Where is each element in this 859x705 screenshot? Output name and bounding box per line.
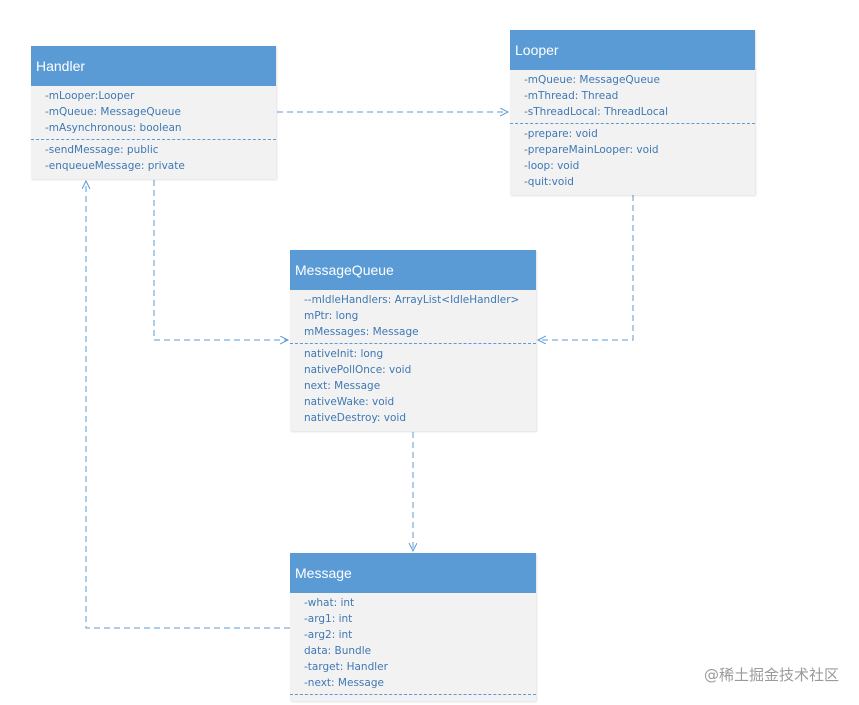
operation: next: Message <box>304 380 381 392</box>
attribute: -sThreadLocal: ThreadLocal <box>524 106 668 118</box>
class-handler-attributes: -mLooper:Looper -mQueue: MessageQueue -m… <box>31 86 276 140</box>
class-handler: Handler -mLooper:Looper -mQueue: Message… <box>31 46 276 179</box>
operation: -quit:void <box>524 176 574 188</box>
attribute: -arg1: int <box>304 613 353 625</box>
attribute: mPtr: long <box>304 310 359 322</box>
class-handler-title: Handler <box>31 46 276 86</box>
attribute: -mQueue: MessageQueue <box>45 106 181 118</box>
operation: -sendMessage: public <box>45 144 159 156</box>
attribute: -mLooper:Looper <box>45 90 135 102</box>
class-messagequeue-title: MessageQueue <box>290 250 536 290</box>
edge-looper-to-messagequeue <box>538 195 634 340</box>
attribute: -arg2: int <box>304 629 353 641</box>
attribute: -what: int <box>304 597 355 609</box>
operation: nativeWake: void <box>304 396 395 408</box>
class-message-title: Message <box>290 553 536 593</box>
operation: -prepare: void <box>524 128 598 140</box>
class-messagequeue-attributes: --mIdleHandlers: ArrayList<IdleHandler> … <box>290 290 536 344</box>
watermark: @稀土掘金技术社区 <box>703 666 839 684</box>
class-looper-operations: -prepare: void -prepareMainLooper: void … <box>510 124 755 193</box>
attribute: -target: Handler <box>304 661 388 673</box>
attribute: -mQueue: MessageQueue <box>524 74 660 86</box>
operation: -enqueueMessage: private <box>45 160 185 172</box>
class-message-attributes: -what: int -arg1: int -arg2: int data: B… <box>290 593 536 695</box>
class-looper-title: Looper <box>510 30 755 70</box>
attribute: -next: Message <box>304 677 384 689</box>
operation: nativeDestroy: void <box>304 412 406 424</box>
class-message: Message -what: int -arg1: int -arg2: int… <box>290 553 536 701</box>
edge-message-to-handler <box>86 181 290 629</box>
attribute: mMessages: Message <box>304 326 419 338</box>
attribute: -mAsynchronous: boolean <box>45 122 182 134</box>
edge-handler-to-messagequeue <box>153 180 288 340</box>
operation: -loop: void <box>524 160 580 172</box>
operation: nativePollOnce: void <box>304 364 412 376</box>
attribute: -mThread: Thread <box>524 90 619 102</box>
class-looper: Looper -mQueue: MessageQueue -mThread: T… <box>510 30 755 195</box>
attribute: data: Bundle <box>304 645 372 657</box>
class-looper-attributes: -mQueue: MessageQueue -mThread: Thread -… <box>510 70 755 124</box>
operation: nativeInit: long <box>304 348 384 360</box>
class-handler-operations: -sendMessage: public -enqueueMessage: pr… <box>31 140 276 177</box>
attribute: --mIdleHandlers: ArrayList<IdleHandler> <box>304 294 520 306</box>
class-messagequeue: MessageQueue --mIdleHandlers: ArrayList<… <box>290 250 536 431</box>
operation: -prepareMainLooper: void <box>524 144 659 156</box>
class-messagequeue-operations: nativeInit: long nativePollOnce: void ne… <box>290 344 536 429</box>
